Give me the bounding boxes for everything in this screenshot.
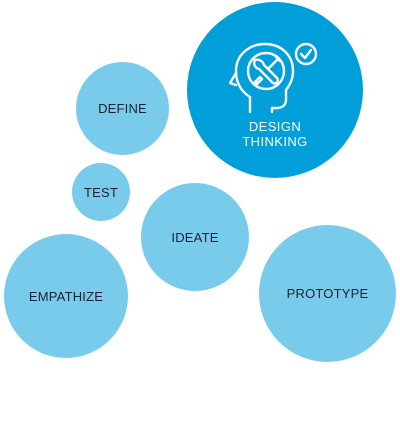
define-bubble: DEFINE	[76, 62, 169, 155]
ideate-label: IDEATE	[171, 229, 219, 245]
design-thinking-label-line1: DESIGN	[248, 119, 302, 134]
head-with-tools-icon	[220, 39, 330, 115]
test-label: TEST	[83, 184, 119, 200]
ideate-bubble: IDEATE	[141, 183, 249, 291]
empathize-label: EMPATHIZE	[28, 288, 104, 304]
prototype-label: PROTOTYPE	[286, 286, 369, 301]
test-bubble: TEST	[72, 163, 130, 221]
prototype-bubble: PROTOTYPE	[259, 225, 396, 362]
define-label: DEFINE	[98, 101, 147, 116]
empathize-bubble: EMPATHIZE	[4, 234, 128, 358]
design-thinking-bubble: DESIGN THINKING	[187, 2, 363, 178]
design-thinking-label-line2: THINKING	[242, 134, 308, 149]
